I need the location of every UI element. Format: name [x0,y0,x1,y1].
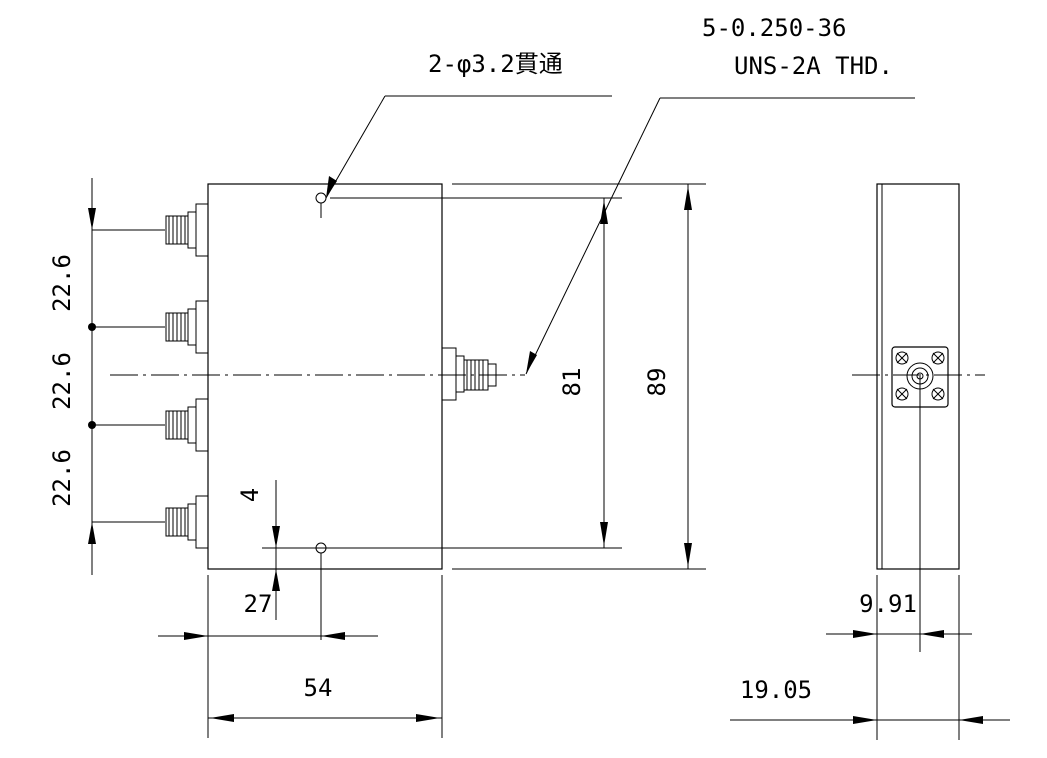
dim-body-depth: 19.05 [740,676,812,704]
dim-port-pitch-1: 22.6 [48,254,76,312]
port-pitch-dimensions: 22.6 22.6 22.6 [48,178,165,575]
thread-callout-line2: UNS-2A THD. [734,52,893,80]
front-view [110,183,525,640]
sma-connector [165,203,209,257]
mounting-hole-top [315,192,327,204]
hole-callout: 2-φ3.2貫通 [428,50,563,78]
side-view: 9.91 19.05 [730,183,1010,740]
front-body-outline [207,183,443,570]
left-connectors [165,203,209,549]
dim-connector-offset: 9.91 [859,590,917,618]
sma-connector [165,398,209,452]
thread-callout-line1: 5-0.250-36 [702,14,847,42]
dim-hole-offset-edge: 4 [236,488,264,502]
sma-connector [165,495,209,549]
width-dimension: 54 [207,575,443,738]
dim-body-height: 89 [643,368,671,397]
dim-port-pitch-3: 22.6 [48,449,76,507]
hole-offset-dimensions: 4 27 [158,480,378,640]
dim-hole-offset-x: 27 [244,590,273,618]
input-connector [441,347,497,401]
callouts: 2-φ3.2貫通 5-0.250-36 UNS-2A THD. [325,14,915,375]
dim-hole-spacing: 81 [558,368,586,397]
dim-port-pitch-2: 22.6 [48,352,76,410]
side-body-outline [876,183,960,570]
dim-body-width: 54 [304,674,333,702]
height-dimensions: 81 89 [262,183,706,570]
sma-connector [165,300,209,354]
